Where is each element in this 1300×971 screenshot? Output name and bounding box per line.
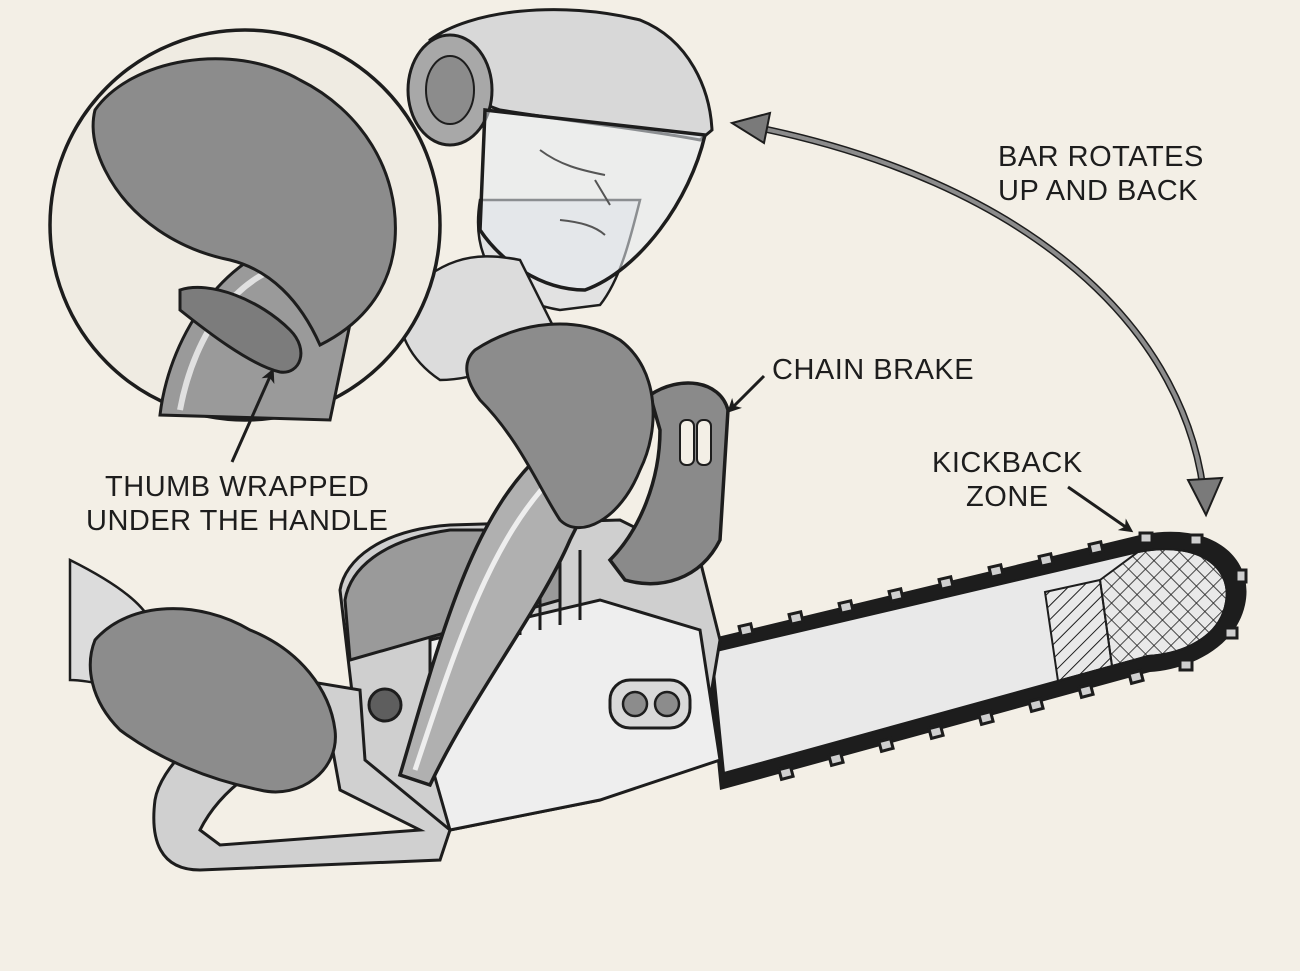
label-kickback-zone: KICKBACK ZONE: [932, 446, 1083, 514]
face-visor: [478, 108, 708, 292]
label-kickback-zone-line1: KICKBACK: [932, 447, 1083, 479]
chain-brake-arrow: [727, 374, 766, 413]
label-kickback-zone-line2: ZONE: [966, 481, 1049, 513]
thumb-arrow: [230, 368, 275, 463]
label-thumb-wrapped-line2: UNDER THE HANDLE: [86, 505, 389, 537]
label-bar-rotates-line2: UP AND BACK: [998, 175, 1198, 207]
label-chain-brake: CHAIN BRAKE: [772, 353, 974, 387]
thumb-inset: [48, 28, 442, 422]
inset-thumb: [178, 285, 303, 374]
chain-brake-lever: [607, 381, 730, 586]
kickback-zone-area: [1098, 548, 1228, 668]
label-bar-rotates-line1: BAR ROTATES: [998, 141, 1204, 173]
operator-gloves: [88, 322, 655, 794]
inset-glove: [91, 57, 397, 348]
rear-glove: [88, 607, 337, 794]
label-thumb-wrapped: THUMB WRAPPED UNDER THE HANDLE: [86, 470, 388, 538]
rotation-arrow: [729, 111, 1224, 518]
label-chain-brake-line1: CHAIN BRAKE: [772, 354, 975, 386]
front-glove: [465, 322, 655, 530]
guide-bar: [705, 531, 1248, 790]
label-thumb-wrapped-line1: THUMB WRAPPED: [105, 471, 370, 503]
kickback-arrow: [1067, 485, 1134, 533]
label-bar-rotates: BAR ROTATES UP AND BACK: [998, 140, 1204, 208]
callout-arrows: [230, 368, 1134, 533]
